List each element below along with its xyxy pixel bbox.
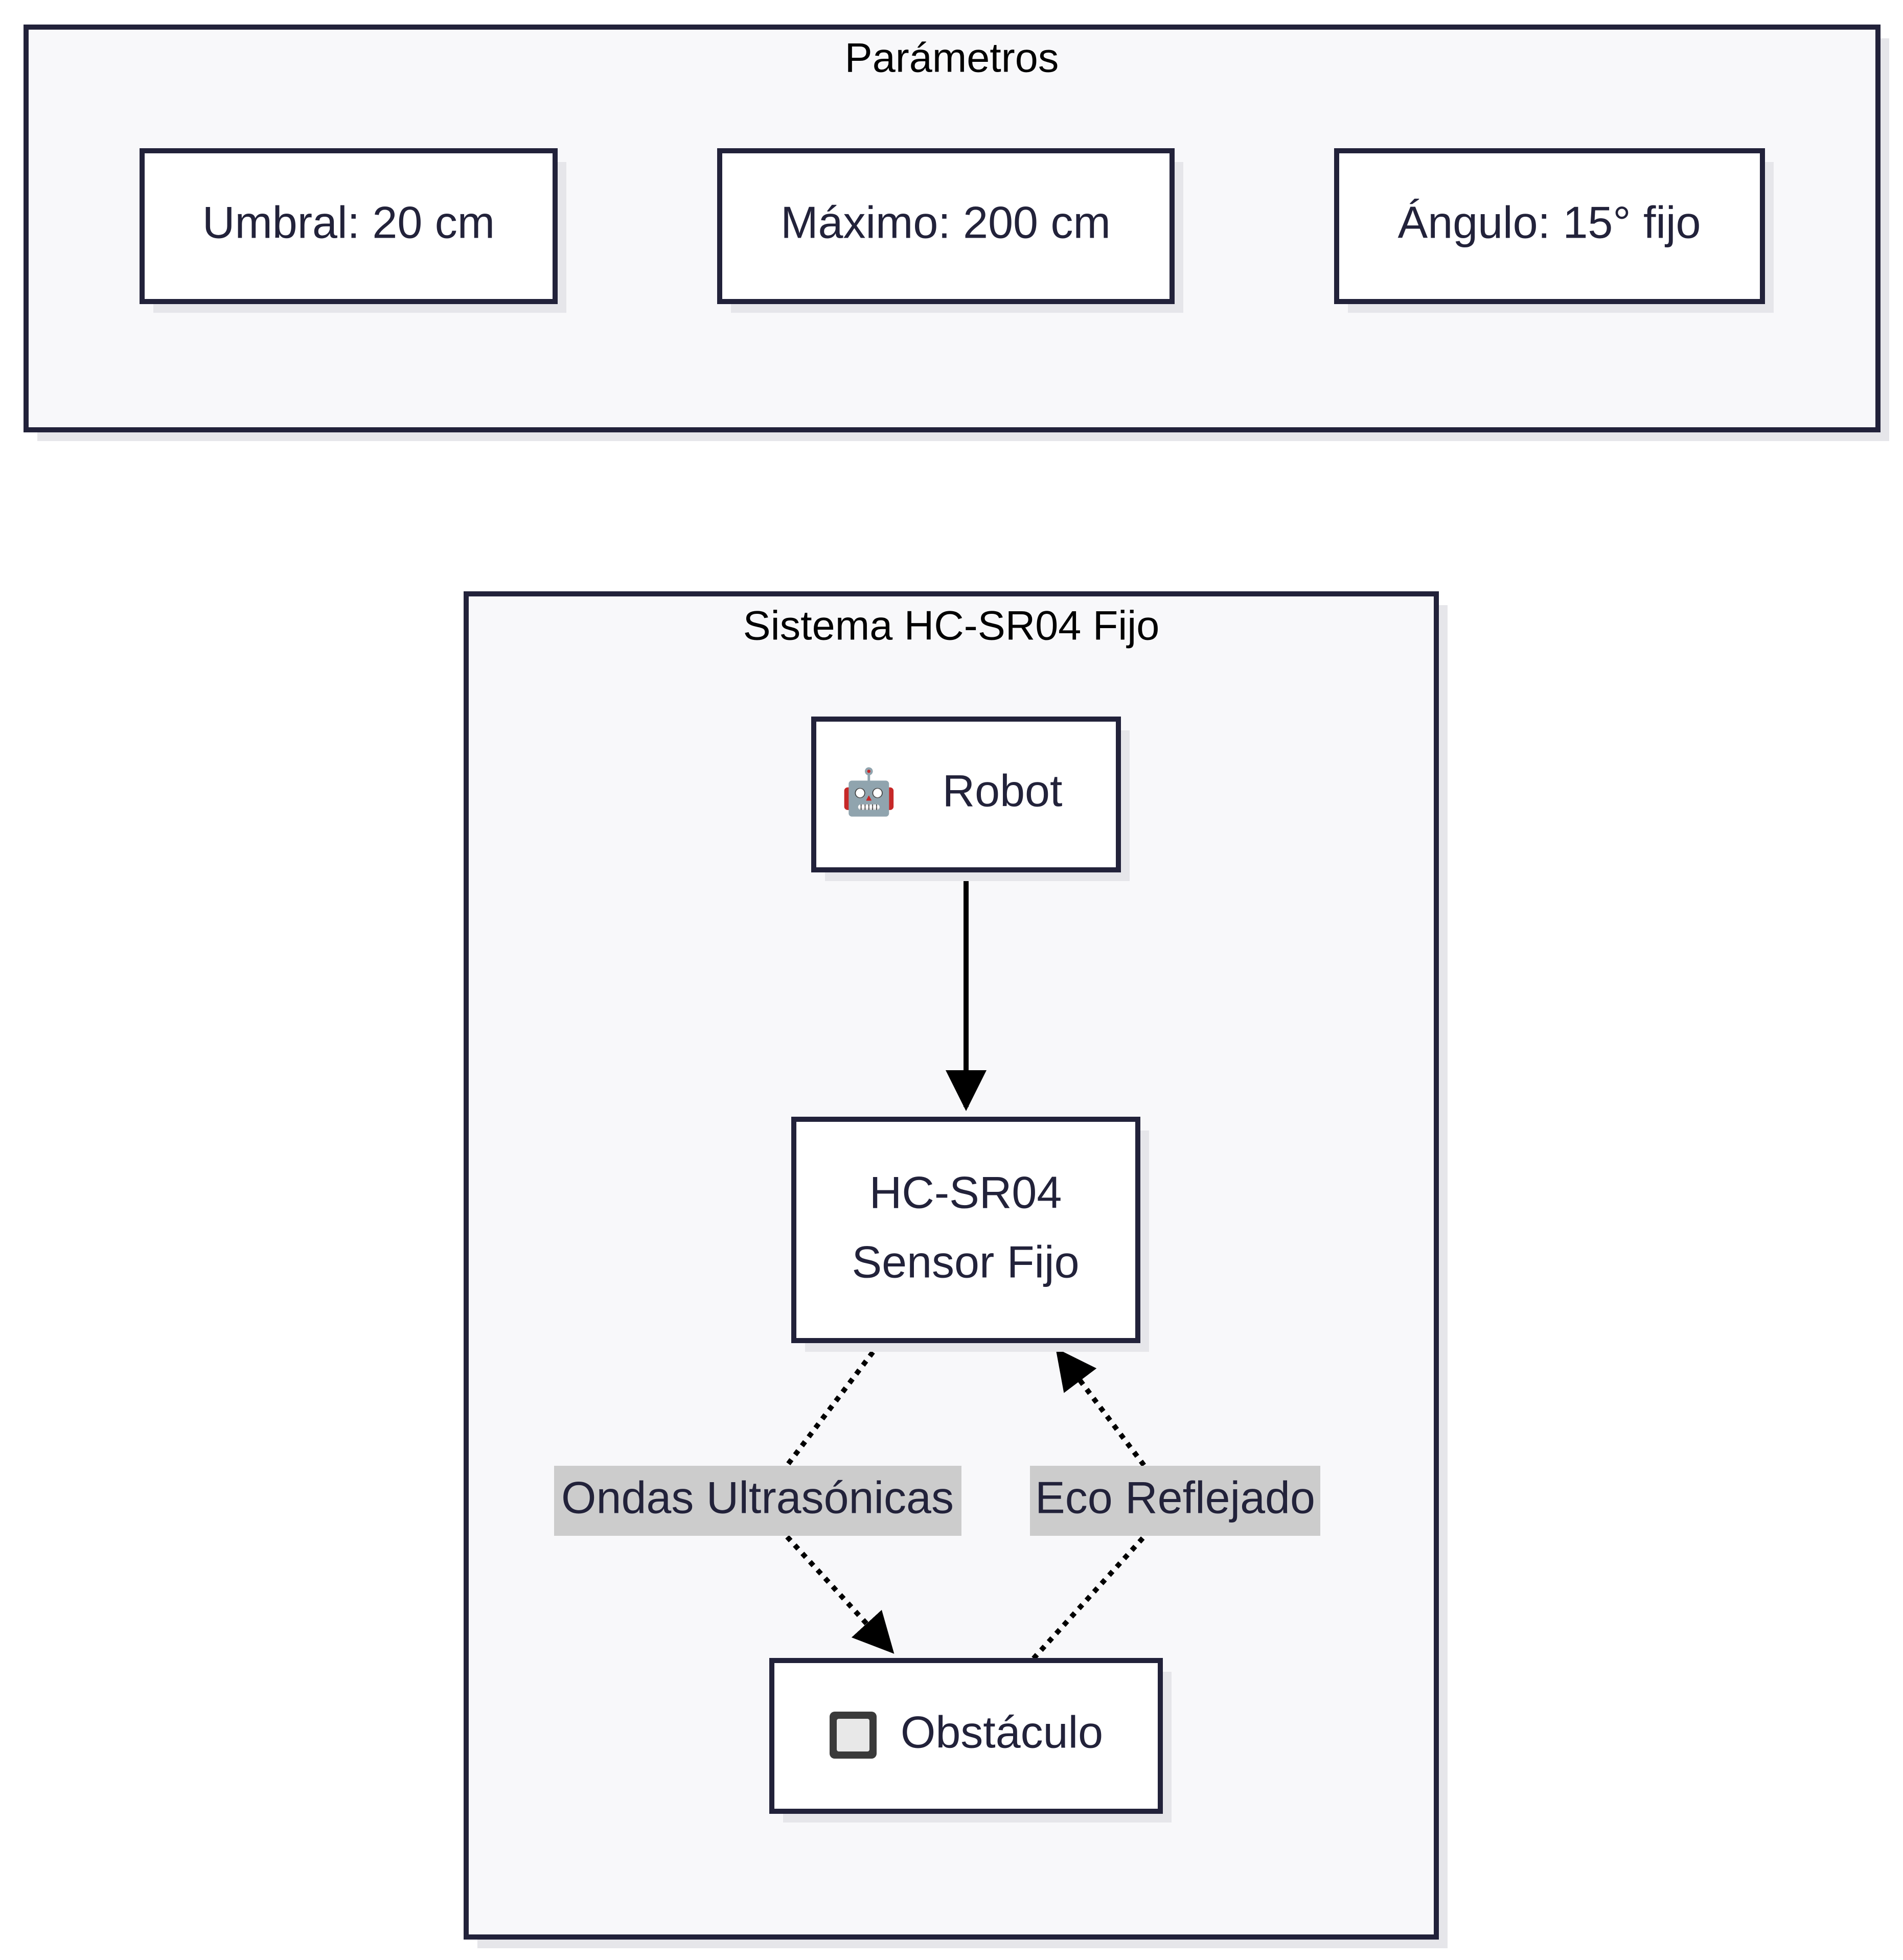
ultrasonic-waves-label: Ondas Ultrasónicas — [561, 1472, 954, 1523]
threshold-node: Umbral: 20 cm — [140, 148, 566, 313]
max-range-node: Máximo: 200 cm — [717, 148, 1183, 313]
robot-label: Robot — [943, 765, 1063, 816]
robot-node: 🤖 Robot — [811, 717, 1130, 881]
obstacle-node: Obstáculo — [769, 1658, 1172, 1823]
sensor-model-label: HC-SR04 — [869, 1167, 1062, 1217]
parameters-cluster-title: Parámetros — [845, 35, 1059, 81]
ultrasonic-waves-label-box: Ondas Ultrasónicas — [554, 1466, 961, 1536]
angle-label: Ángulo: 15° fijo — [1398, 197, 1701, 247]
sensor-node: HC-SR04 Sensor Fijo — [791, 1117, 1149, 1352]
sensor-type-label: Sensor Fijo — [852, 1236, 1079, 1287]
threshold-label: Umbral: 20 cm — [202, 197, 495, 247]
robot-icon: 🤖 — [841, 766, 897, 817]
system-cluster-title: Sistema HC-SR04 Fijo — [743, 603, 1160, 649]
max-range-label: Máximo: 200 cm — [781, 197, 1111, 247]
reflected-echo-label-box: Eco Reflejado — [1030, 1466, 1320, 1536]
angle-node: Ángulo: 15° fijo — [1334, 148, 1774, 313]
reflected-echo-label: Eco Reflejado — [1035, 1472, 1315, 1523]
edge-reflected-echo — [1034, 1351, 1146, 1661]
obstacle-label: Obstáculo — [901, 1707, 1103, 1757]
square-icon — [830, 1712, 877, 1759]
edge-ultrasonic-waves — [785, 1341, 891, 1651]
